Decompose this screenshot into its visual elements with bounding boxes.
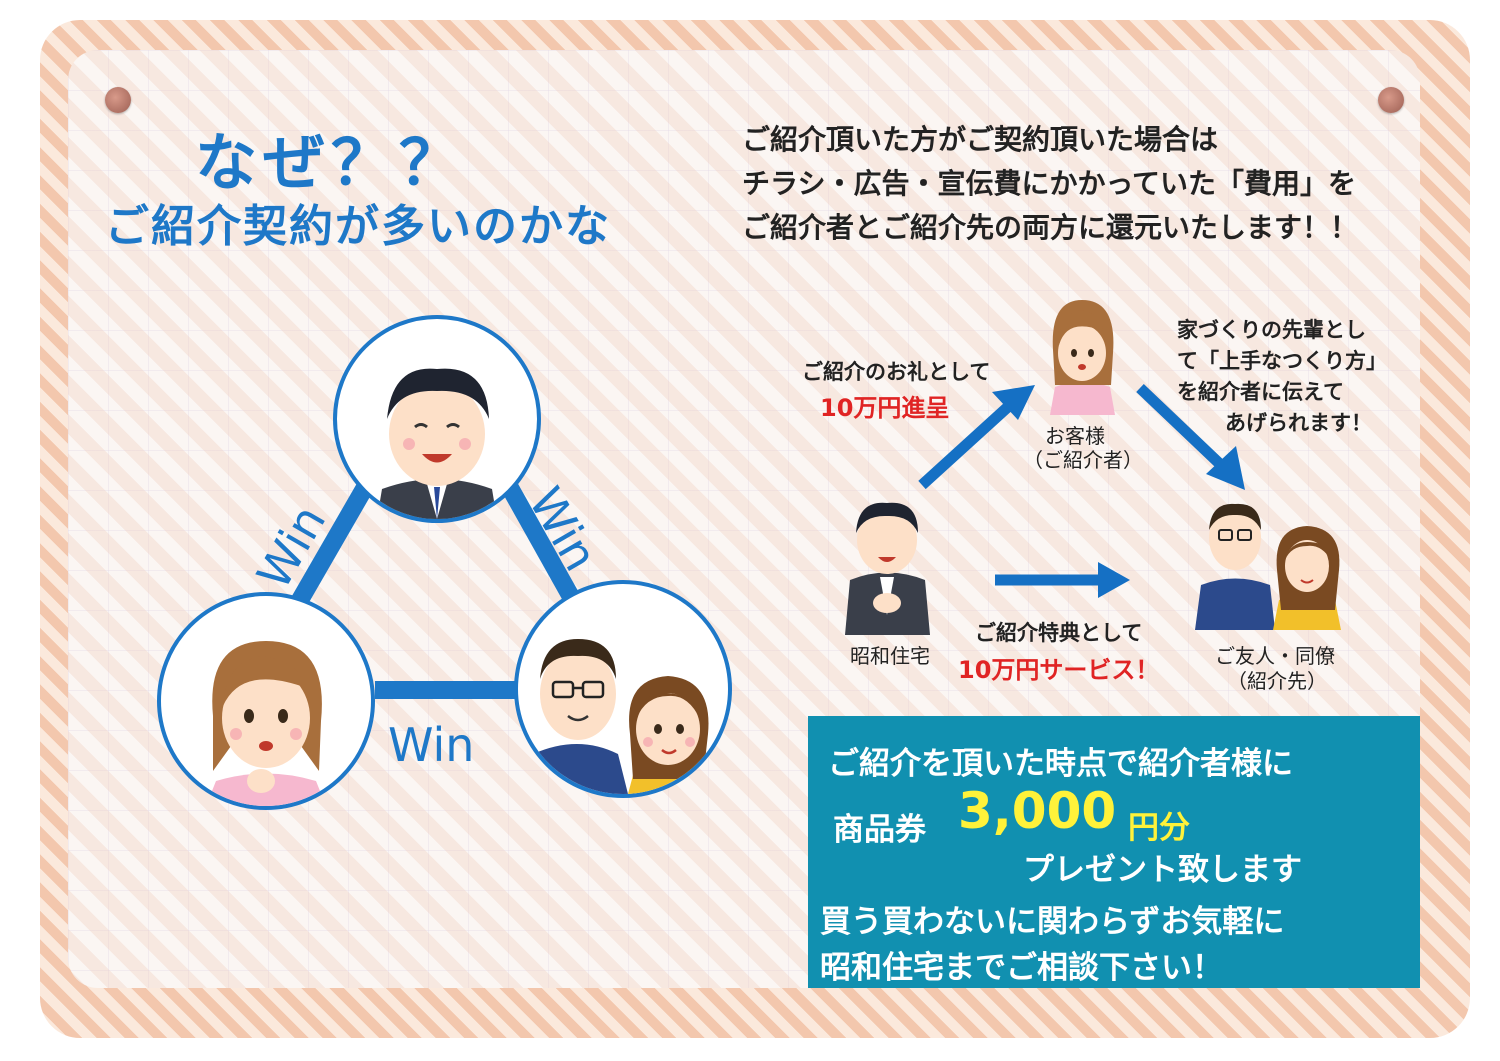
advice-line: あげられます！ bbox=[1225, 411, 1372, 435]
arrow-to-customer-head bbox=[992, 385, 1035, 420]
reward-amount: 10万円進呈 bbox=[820, 394, 950, 422]
customer-label: お客様 bbox=[1045, 424, 1105, 448]
customer-illustration bbox=[1050, 300, 1115, 415]
headline-question: なぜ？？ bbox=[195, 126, 468, 199]
woman-circle bbox=[157, 592, 375, 810]
friend-label: ご友人・同僚 bbox=[1215, 644, 1335, 668]
couple-illustration bbox=[523, 639, 713, 794]
friend-sublabel: （紹介先） bbox=[1227, 669, 1327, 693]
intro-line: チラシ・広告・宣伝費にかかっていた「費用」を bbox=[742, 167, 1357, 200]
reward-note: ご紹介のお礼として bbox=[802, 360, 991, 384]
company-person-illustration bbox=[845, 502, 930, 635]
benefit-note: ご紹介特典として bbox=[975, 621, 1143, 645]
intro-line: ご紹介者とご紹介先の両方に還元いたします！！ bbox=[742, 211, 1359, 244]
arrow-to-customer bbox=[918, 400, 1014, 490]
advice-line: 家づくりの先輩とし bbox=[1177, 318, 1366, 342]
arrow-to-friend bbox=[1136, 384, 1226, 470]
promo-line1: ご紹介を頂いた時点で紹介者様に bbox=[828, 746, 1293, 782]
headline-subtitle: ご紹介契約が多いのかな bbox=[105, 201, 611, 252]
promo-unit: 円分 bbox=[1128, 810, 1190, 846]
friend-couple-illustration bbox=[1195, 503, 1341, 630]
pin-right-icon bbox=[1378, 87, 1404, 113]
company-label: 昭和住宅 bbox=[850, 644, 930, 668]
benefit-amount: 10万円サービス！ bbox=[958, 656, 1160, 684]
pin-left-icon bbox=[105, 87, 131, 113]
arrow-direct-head bbox=[1098, 562, 1130, 598]
woman-illustration bbox=[206, 641, 326, 806]
win-label-bottom: Win bbox=[388, 718, 475, 772]
promo-voucher: 商品券 bbox=[833, 812, 926, 848]
businessman-circle bbox=[333, 315, 541, 523]
businessman-illustration bbox=[377, 368, 497, 519]
intro-text: ご紹介頂いた方がご契約頂いた場合は チラシ・広告・宣伝費にかかっていた「費用」を… bbox=[742, 118, 1358, 250]
promo-line3: プレゼント致します bbox=[1023, 852, 1302, 888]
promo-line4: 買う買わないに関わらずお気軽に bbox=[820, 904, 1285, 940]
arrow-to-friend-head bbox=[1206, 446, 1245, 490]
promo-amount: 3,000 bbox=[958, 782, 1117, 840]
advice-line: を紹介者に伝えて bbox=[1177, 380, 1344, 404]
intro-line: ご紹介頂いた方がご契約頂いた場合は bbox=[742, 123, 1219, 156]
couple-circle bbox=[514, 580, 732, 798]
advice-line: て「上手なつくり方」 bbox=[1177, 349, 1387, 373]
promo-box: ご紹介を頂いた時点で紹介者様に 商品券 3,000 円分 プレゼント致します 買… bbox=[808, 716, 1420, 988]
promo-line5: 昭和住宅までご相談下さい！ bbox=[820, 950, 1223, 986]
customer-sublabel: （ご紹介者） bbox=[1023, 448, 1143, 472]
